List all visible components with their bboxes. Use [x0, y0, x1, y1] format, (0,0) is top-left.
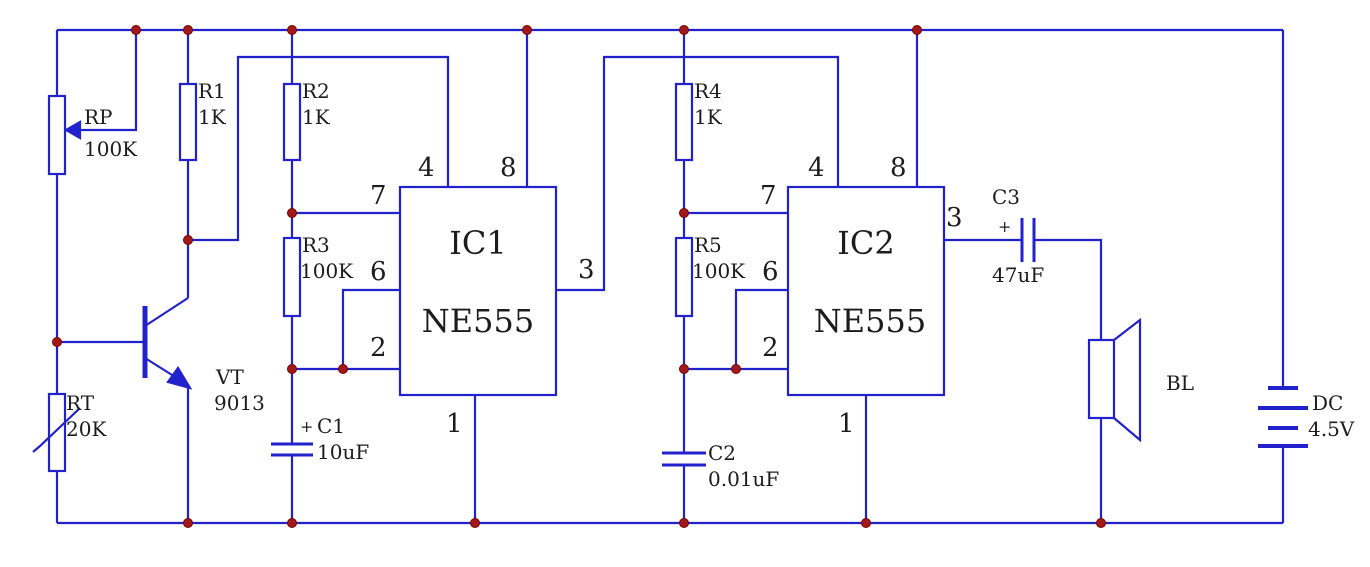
resistor-r5	[674, 236, 694, 318]
ic2-pin2: 2	[762, 333, 779, 363]
ic2-pin6: 6	[762, 257, 779, 287]
dc-ref: DC	[1312, 391, 1343, 415]
ic2-body	[786, 185, 946, 397]
bl-ref: BL	[1166, 371, 1194, 395]
ic2-name: IC2	[837, 224, 894, 262]
c1-ref: C1	[317, 414, 345, 438]
ic1-pin1: 1	[446, 409, 463, 439]
transistor-vt	[142, 297, 193, 390]
speaker-bl	[1087, 317, 1142, 443]
r4-ref: R4	[694, 79, 722, 103]
c2-ref: C2	[708, 441, 736, 465]
thermistor-rt	[32, 392, 81, 473]
c3-polarity: +	[998, 217, 1011, 236]
rp-value: 100K	[84, 137, 138, 161]
ic1-name: IC1	[449, 224, 506, 262]
ic1-pin3: 3	[578, 255, 595, 285]
c1-polarity: +	[300, 417, 313, 436]
ic1-pin8: 8	[500, 153, 517, 183]
r1-ref: R1	[198, 79, 226, 103]
resistor-r3	[282, 236, 302, 318]
ic1-pin7: 7	[370, 181, 387, 211]
r3-value: 100K	[300, 259, 354, 283]
r1-value: 1K	[198, 105, 227, 129]
ic1-part: NE555	[422, 302, 534, 340]
capacitor-c2	[662, 451, 706, 467]
r5-value: 100K	[692, 259, 746, 283]
r3-ref: R3	[302, 233, 330, 257]
ic2-pin4: 4	[808, 153, 825, 183]
rp-ref: RP	[84, 105, 113, 129]
ic1-pin6: 6	[370, 257, 387, 287]
ic2-pin3: 3	[946, 203, 963, 233]
rt-ref: RT	[66, 391, 95, 415]
ic1-body	[398, 185, 558, 397]
rt-value: 20K	[66, 417, 107, 441]
r4-value: 1K	[694, 105, 723, 129]
resistor-r2	[282, 82, 302, 162]
r5-ref: R5	[694, 233, 722, 257]
capacitor-c3	[1020, 218, 1036, 262]
resistor-rp	[47, 94, 82, 176]
ic1-pin4: 4	[418, 153, 435, 183]
r2-ref: R2	[302, 79, 330, 103]
dc-value: 4.5V	[1308, 417, 1355, 441]
vt-ref: VT	[215, 365, 244, 389]
junction-nodes	[52, 25, 1106, 528]
c2-value: 0.01uF	[708, 467, 779, 491]
ic2-part: NE555	[814, 302, 926, 340]
resistor-r1	[178, 82, 198, 162]
wiring	[55, 28, 1285, 525]
ic2-pin7: 7	[760, 181, 777, 211]
c3-ref: C3	[992, 185, 1020, 209]
resistor-r4	[674, 82, 694, 162]
capacitor-c1	[271, 430, 313, 462]
r2-value: 1K	[302, 105, 331, 129]
battery-dc	[1258, 386, 1308, 448]
ic2-pin1: 1	[838, 409, 855, 439]
ic1-pin2: 2	[370, 333, 387, 363]
c1-value: 10uF	[317, 440, 369, 464]
ic2-pin8: 8	[890, 153, 907, 183]
c3-value: 47uF	[992, 263, 1044, 287]
vt-value: 9013	[214, 391, 265, 415]
